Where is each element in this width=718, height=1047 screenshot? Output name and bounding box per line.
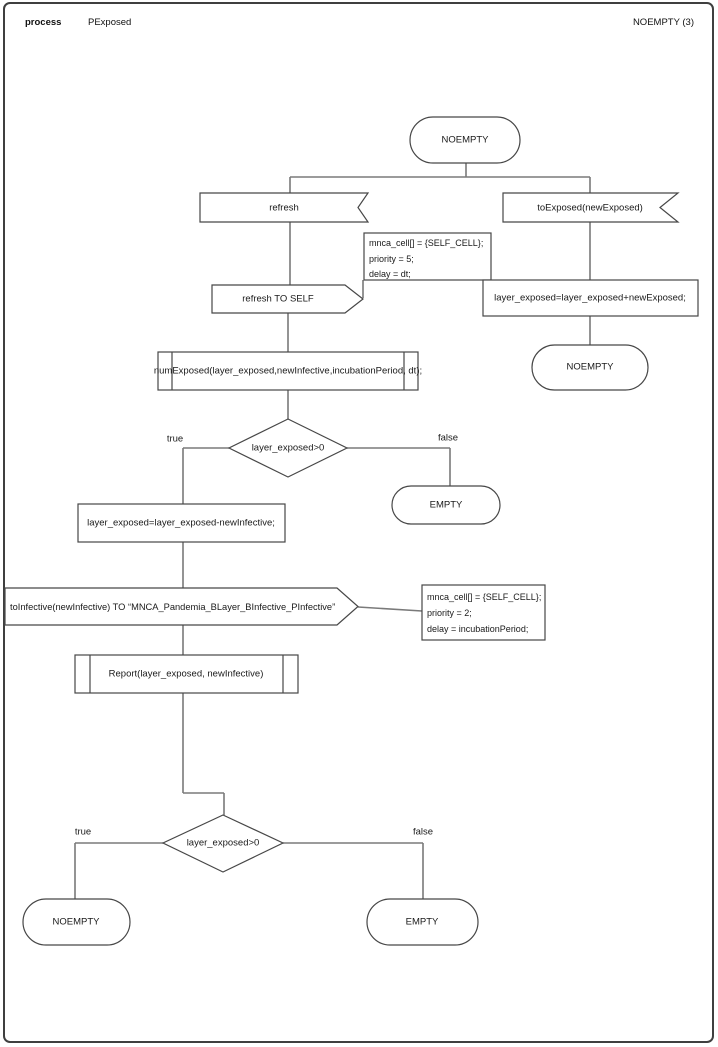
send-shape-refresh-to-self xyxy=(211,284,364,314)
decision-diamond-bottom xyxy=(161,814,285,873)
note-box-refresh xyxy=(363,232,492,281)
note-refresh-line3: delay = dt; xyxy=(369,269,411,279)
header-state-label: NOEMPTY (3) xyxy=(632,17,694,28)
decision-diamond-top xyxy=(227,418,349,478)
receive-shape-refresh xyxy=(199,192,370,223)
label-decision-bottom-false: false xyxy=(412,826,434,838)
label-call-report: Report(layer_exposed, newInfective) xyxy=(108,668,264,680)
label-send-refresh-to-self: refresh TO SELF xyxy=(242,293,314,305)
note-box-to-infective xyxy=(421,584,546,641)
terminator-start-noempty xyxy=(409,116,521,164)
label-decision-top: layer_exposed>0 xyxy=(251,442,325,454)
terminator-noempty-bottom xyxy=(22,898,131,946)
note-to-infective-text: mnca_cell[] = {SELF_CELL}; priority = 2;… xyxy=(427,589,541,637)
label-state-empty-mid: EMPTY xyxy=(429,499,463,511)
label-state-empty-bottom: EMPTY xyxy=(405,916,439,928)
subroutine-box-num-exposed xyxy=(157,351,419,391)
label-receive-to-exposed: toExposed(newExposed) xyxy=(537,202,643,214)
terminator-empty-mid xyxy=(391,485,501,525)
label-decision-bottom: layer_exposed>0 xyxy=(186,837,260,849)
terminator-empty-bottom xyxy=(366,898,479,946)
label-assign-sub-infective: layer_exposed=layer_exposed-newInfective… xyxy=(87,517,275,529)
receive-shape-to-exposed xyxy=(502,192,680,223)
label-send-to-infective: toInfective(newInfective) TO “MNCA_Pande… xyxy=(10,602,336,612)
terminator-noempty-right xyxy=(531,344,649,391)
label-state-noempty-bottom: NOEMPTY xyxy=(52,916,100,928)
label-decision-bottom-true: true xyxy=(74,826,92,838)
page-border xyxy=(3,2,714,1043)
note-refresh-line2: priority = 5; xyxy=(369,253,414,264)
header-process-title: PExposed xyxy=(88,17,132,28)
label-assign-add-exposed: layer_exposed=layer_exposed+newExposed; xyxy=(494,292,686,304)
note-to-infective-line3: delay = incubationPeriod; xyxy=(427,624,529,634)
label-call-num-exposed: numExposed(layer_exposed,newInfective,in… xyxy=(153,365,423,377)
label-state-noempty-right: NOEMPTY xyxy=(566,361,614,373)
header-kind-label: process xyxy=(25,17,62,28)
note-refresh-text: mnca_cell[] = {SELF_CELL}; priority = 5;… xyxy=(369,236,483,283)
label-receive-refresh: refresh xyxy=(269,202,299,214)
connector-lines xyxy=(74,163,591,899)
note-to-infective-line2: priority = 2; xyxy=(427,608,472,618)
subroutine-box-report xyxy=(74,654,299,694)
action-box-sub-infective xyxy=(77,503,286,543)
label-decision-top-false: false xyxy=(437,432,459,444)
note-refresh-line1: mnca_cell[] = {SELF_CELL}; xyxy=(369,238,484,248)
label-start-state: NOEMPTY xyxy=(441,134,489,146)
send-shape-to-infective xyxy=(4,587,359,626)
note-to-infective-line1: mnca_cell[] = {SELF_CELL}; xyxy=(427,592,542,602)
label-decision-top-true: true xyxy=(166,433,184,445)
action-box-add-exposed xyxy=(482,279,699,317)
